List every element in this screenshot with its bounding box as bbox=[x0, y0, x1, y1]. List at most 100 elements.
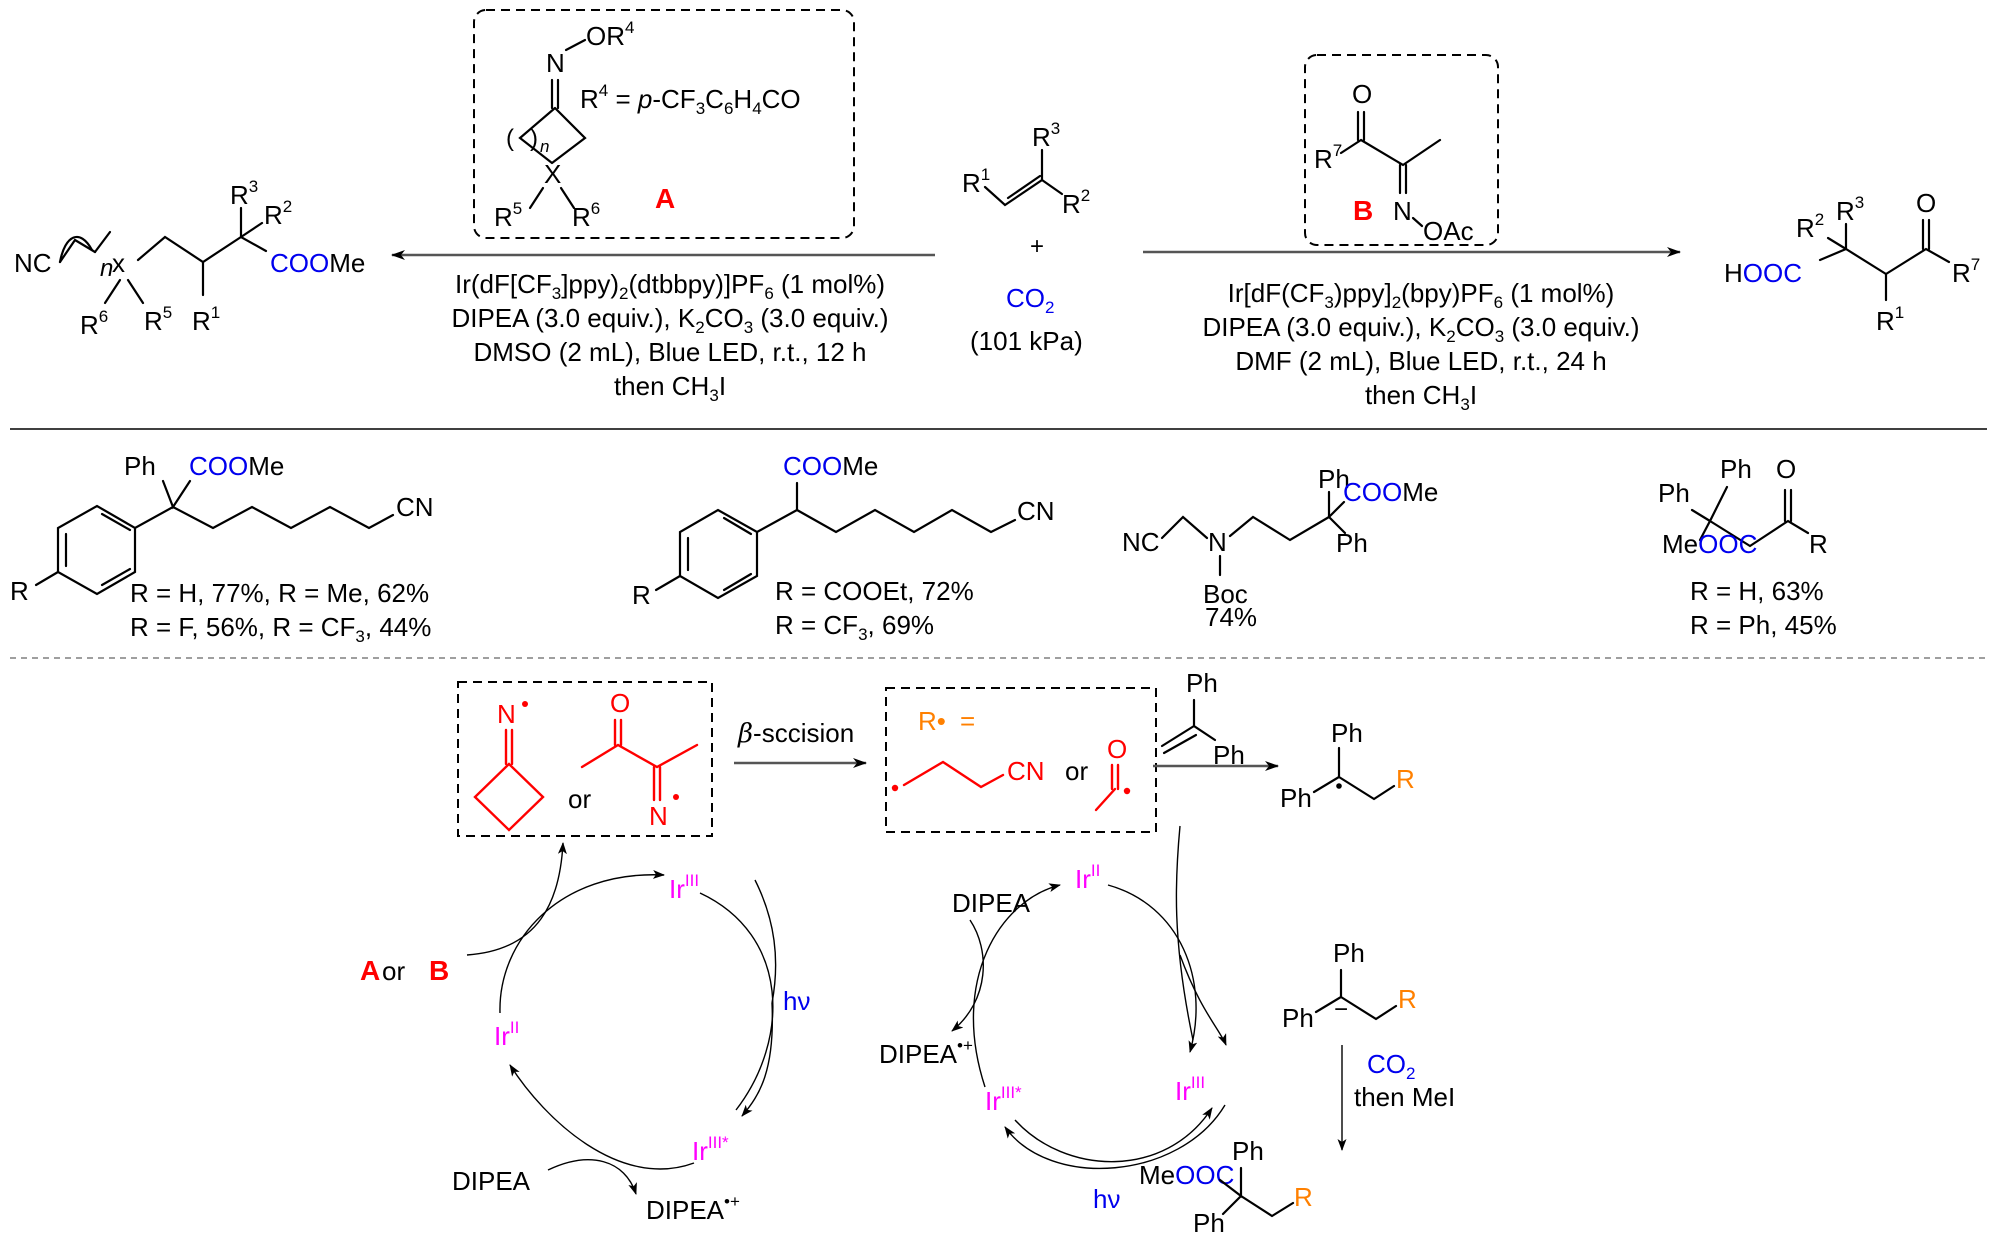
acid-label: HOOC bbox=[1724, 258, 1802, 288]
a-r6-label: R6 bbox=[572, 199, 600, 232]
ring-n: n bbox=[540, 137, 549, 156]
bond-line bbox=[136, 235, 268, 264]
chem-label: R bbox=[632, 580, 651, 610]
bond-line bbox=[1327, 490, 1347, 535]
bond-line bbox=[1398, 163, 1408, 195]
rp-r2: R2 bbox=[1796, 210, 1824, 243]
left-ir3: IrIII bbox=[669, 871, 699, 904]
ester-label: COOMe bbox=[270, 248, 365, 278]
b-r7: R7 bbox=[1314, 141, 1342, 174]
alkene-r1: R1 bbox=[962, 165, 990, 198]
paren-open-bond bbox=[58, 235, 94, 264]
example-2-yields-2: R = CF3, 69% bbox=[775, 610, 934, 644]
chem-label: or bbox=[1065, 756, 1088, 786]
atom-x: x bbox=[112, 248, 125, 278]
left-catalytic-cycle: A or B IrIII hν IrII IrIII* DIPEA DIPEA•… bbox=[360, 842, 810, 1225]
bond-line bbox=[951, 919, 984, 1032]
chem-label: R bbox=[1398, 984, 1417, 1014]
bond-line bbox=[1160, 698, 1217, 755]
example-2-yields: R = COOEt, 72% bbox=[775, 576, 974, 606]
bond-line bbox=[1004, 1104, 1226, 1170]
bond-line bbox=[103, 278, 122, 305]
chem-label: Ph bbox=[1186, 668, 1218, 698]
bond-line bbox=[550, 78, 560, 110]
reagent-b-box: O R7 N OAc B bbox=[1304, 54, 1499, 246]
right-base: DIPEA (3.0 equiv.), K2CO3 (3.0 equiv.) bbox=[1202, 312, 1639, 346]
r2-label: R2 bbox=[264, 197, 292, 230]
bond-line bbox=[699, 892, 774, 1111]
bond-line bbox=[64, 512, 132, 587]
left-quench: then CH3I bbox=[614, 371, 726, 405]
plus-sign: + bbox=[1030, 233, 1044, 260]
chem-label: Ph bbox=[1232, 1136, 1264, 1166]
bond-line bbox=[547, 1159, 637, 1195]
rp-r7: R7 bbox=[1952, 255, 1980, 288]
bond-line bbox=[1218, 1166, 1295, 1218]
bond-line bbox=[686, 516, 753, 592]
rp-o: O bbox=[1916, 188, 1936, 218]
bond-line bbox=[754, 879, 777, 1004]
right-catalyst: Ir[dF(CF3)ppy]2(bpy)PF6 (1 mol%) bbox=[1228, 278, 1615, 312]
final-product: Ph MeOOC Ph R bbox=[1139, 1136, 1313, 1238]
reagent-a-box: N OR4 ( ) n X R5 R6 R4 = p-CF3C6H4CO A bbox=[473, 9, 855, 239]
right-catalytic-cycle: DIPEA DIPEA•+ IrII IrIII IrIII* hν bbox=[879, 825, 1227, 1214]
bond-line bbox=[1818, 247, 1951, 276]
left-base: DIPEA (3.0 equiv.), K2CO3 (3.0 equiv.) bbox=[451, 303, 888, 337]
radical-dot bbox=[673, 794, 679, 800]
bond-line bbox=[1708, 519, 1810, 548]
right-dipea: DIPEA bbox=[952, 888, 1031, 918]
chem-label: R bbox=[1809, 529, 1828, 559]
bond-line bbox=[1314, 968, 1398, 1021]
carbon-radicals-box: R• = CN or O bbox=[885, 687, 1157, 833]
chem-label: Ph bbox=[1331, 718, 1363, 748]
co2-pressure: (101 kPa) bbox=[970, 326, 1083, 356]
bond-line bbox=[741, 1002, 774, 1117]
reagent-a-label: A bbox=[655, 183, 675, 214]
dashed-box bbox=[457, 681, 713, 837]
bond-line bbox=[1094, 787, 1117, 812]
bond-line bbox=[972, 883, 1061, 1088]
left-hv: hν bbox=[783, 986, 810, 1016]
left-dipea-cation: DIPEA•+ bbox=[646, 1192, 740, 1225]
bond-line bbox=[93, 230, 112, 254]
b-oxime-n: N bbox=[1393, 196, 1412, 226]
bond-line bbox=[1411, 216, 1424, 228]
paren-open: ( bbox=[506, 125, 514, 152]
bond-line bbox=[126, 278, 145, 305]
bond-line bbox=[654, 574, 682, 592]
left-dipea: DIPEA bbox=[452, 1166, 531, 1196]
right-hv: hν bbox=[1093, 1184, 1120, 1214]
alkene-r3: R3 bbox=[1032, 119, 1060, 152]
beta-scission-label: β-sccision bbox=[737, 718, 854, 749]
chem-label: N bbox=[649, 801, 668, 831]
chem-label: R bbox=[1294, 1182, 1313, 1212]
chem-label: O bbox=[1776, 454, 1796, 484]
ring-x: X bbox=[544, 159, 561, 189]
left-catalyst: Ir(dF[CF3]ppy)2(dtbbpy)]PF6 (1 mol%) bbox=[455, 269, 885, 303]
chem-label: N bbox=[1208, 527, 1227, 557]
chem-label: COOMe bbox=[1343, 477, 1438, 507]
example-4: Ph O Ph MeOOC R R = H, 63% R = Ph, 45% bbox=[1658, 454, 1837, 640]
paren-close: ) bbox=[530, 125, 538, 152]
bond-line bbox=[473, 762, 545, 832]
bond-line bbox=[499, 869, 665, 1014]
right-solvent: DMF (2 mL), Blue LED, r.t., 24 h bbox=[1235, 346, 1606, 376]
chem-label: O bbox=[1107, 734, 1127, 764]
bond-line bbox=[1339, 138, 1442, 167]
chem-label: B bbox=[429, 955, 449, 986]
bond-line bbox=[528, 186, 576, 210]
example-4-yields-2: R = Ph, 45% bbox=[1690, 610, 1837, 640]
bond-line bbox=[678, 508, 799, 600]
left-solvent: DMSO (2 mL), Blue LED, r.t., 12 h bbox=[473, 337, 866, 367]
chem-label: MeOOC bbox=[1662, 529, 1757, 559]
example-1-yields: R = H, 77%, R = Me, 62% bbox=[130, 578, 429, 608]
bond-line bbox=[161, 479, 192, 510]
bond-line bbox=[58, 238, 97, 264]
bond-line bbox=[1179, 954, 1227, 1046]
chem-label: CN bbox=[1007, 756, 1045, 786]
nitrile-label: NC bbox=[14, 248, 52, 278]
chem-label: Ph bbox=[1333, 938, 1365, 968]
right-ir3: IrIII bbox=[1175, 1073, 1205, 1106]
chem-label: N bbox=[497, 699, 516, 729]
bond-line bbox=[56, 504, 175, 596]
